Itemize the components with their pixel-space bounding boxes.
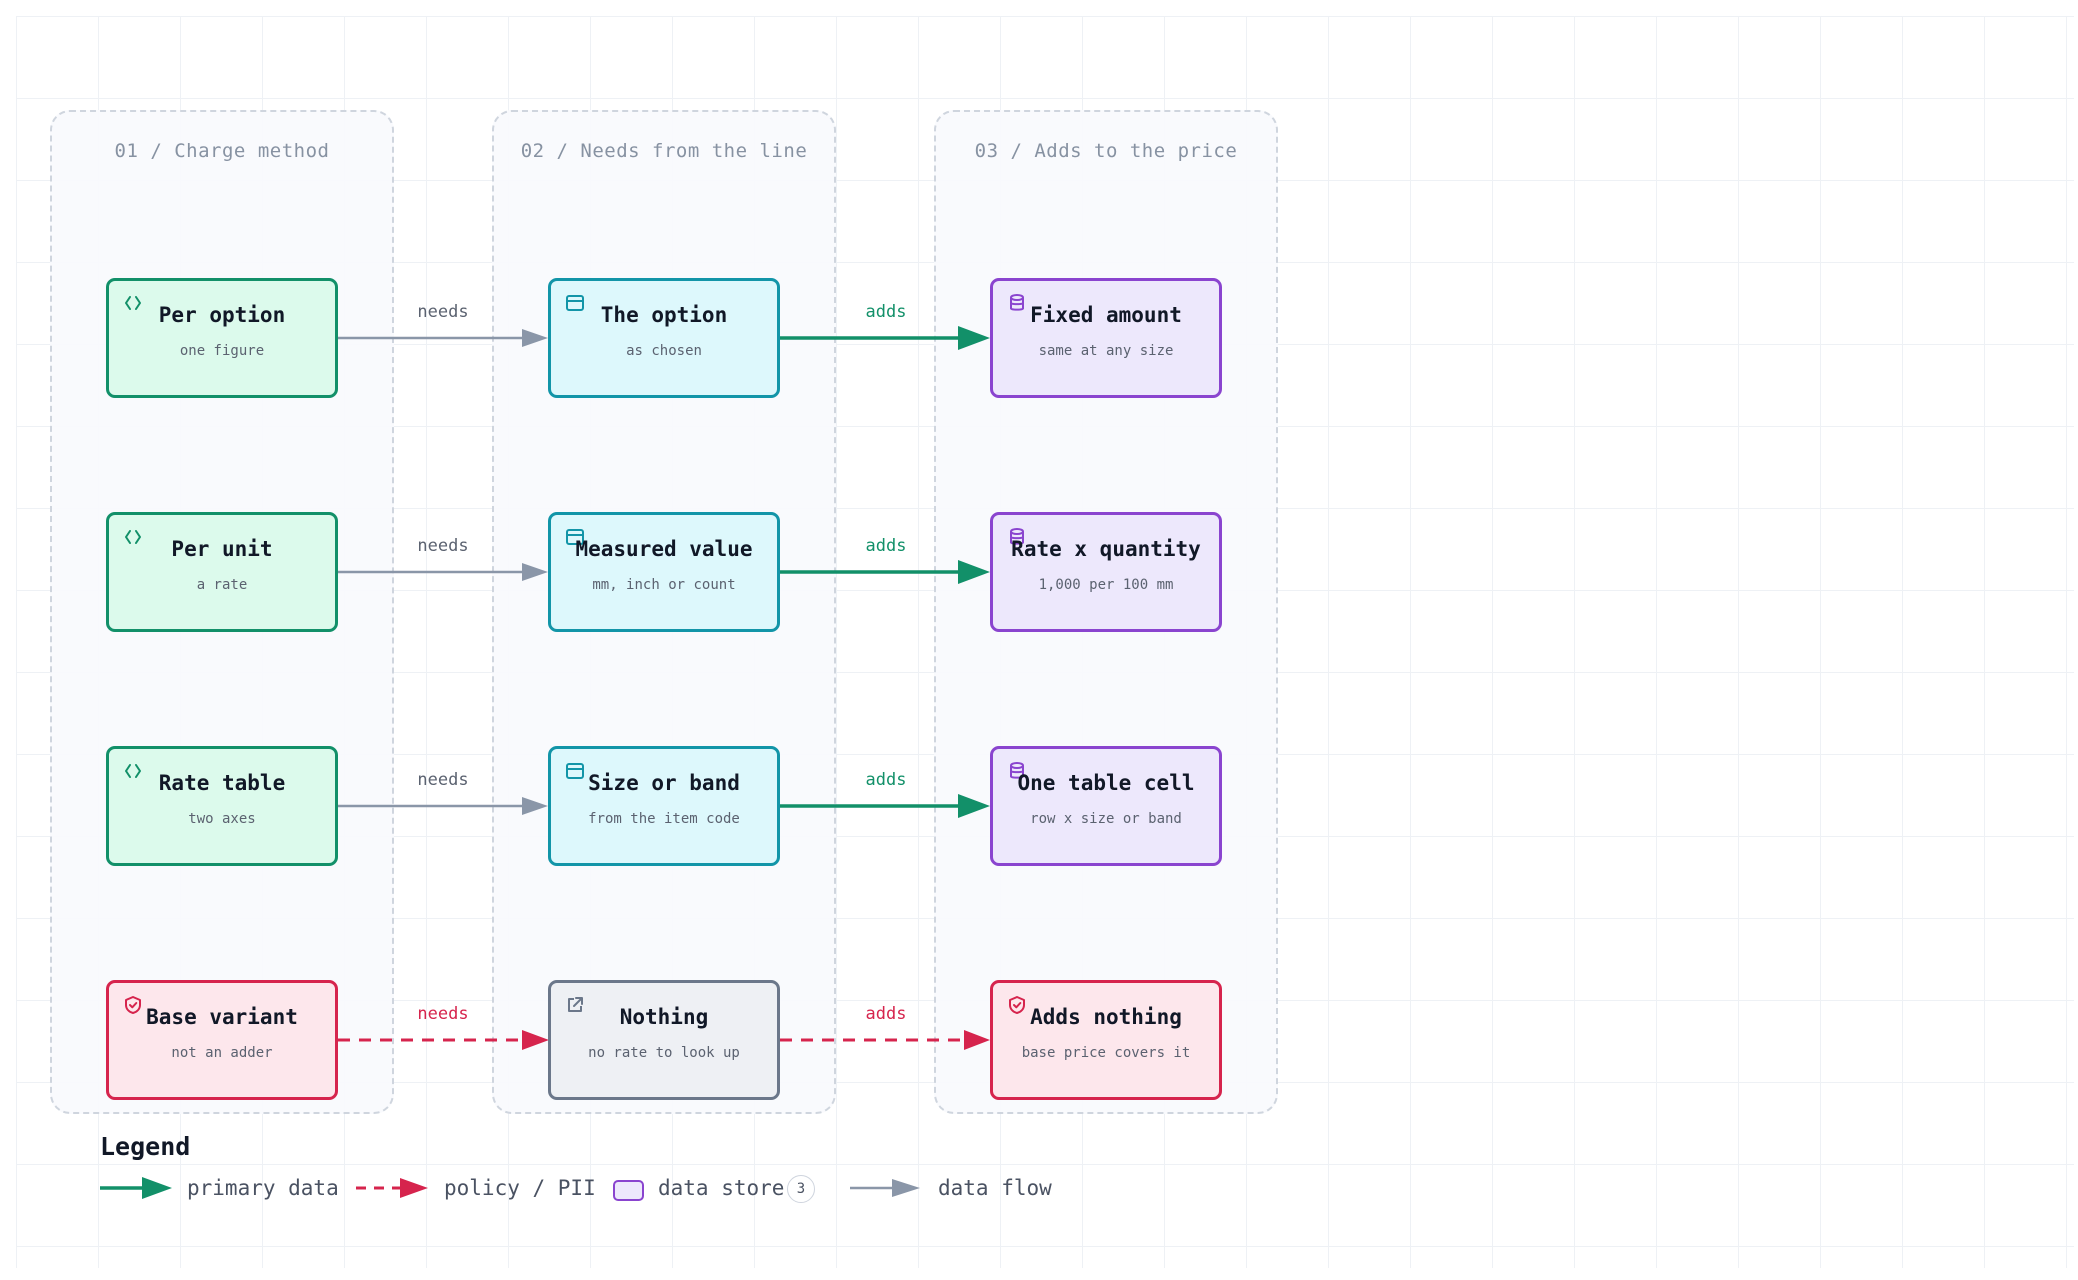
needs-arrowhead [522, 797, 548, 815]
edge-label-needs: needs [417, 1004, 469, 1024]
legend-store-label: data store [658, 1176, 785, 1200]
adds-arrowhead [958, 560, 990, 584]
window-icon [566, 763, 584, 779]
node-subtitle: not an adder [171, 1045, 273, 1061]
code-brackets-icon [125, 530, 141, 544]
node-subtitle: one figure [179, 343, 265, 359]
node-per-unit[interactable]: Per unit a rate [106, 512, 338, 632]
node-subtitle: two axes [188, 811, 256, 827]
node-title: Fixed amount [1030, 303, 1182, 327]
node-one-table-cell[interactable]: One table cell row x size or band [990, 746, 1222, 866]
node-title: Adds nothing [1030, 1005, 1182, 1029]
node-title: Rate table [158, 771, 286, 795]
edge-label-adds: adds [865, 1004, 907, 1024]
edge-label-needs: needs [417, 536, 469, 556]
node-subtitle: mm, inch or count [592, 577, 736, 593]
code-brackets-icon [125, 764, 141, 778]
legend-store-count-badge: 3 [787, 1175, 815, 1203]
needs-arrowhead [522, 1030, 549, 1050]
legend-primary-label: primary data [187, 1176, 339, 1200]
node-title: The option [600, 303, 728, 327]
node-subtitle: base price covers it [1021, 1045, 1191, 1061]
shield-icon [1009, 996, 1025, 1014]
window-icon [566, 295, 584, 311]
node-measured-value[interactable]: Measured value mm, inch or count [548, 512, 780, 632]
node-per-option[interactable]: Per option one figure [106, 278, 338, 398]
legend-flow-arrow [892, 1179, 920, 1197]
node-nothing[interactable]: Nothing no rate to look up [548, 980, 780, 1100]
adds-arrowhead [958, 794, 990, 818]
node-title: One table cell [1017, 771, 1195, 795]
node-subtitle: row x size or band [1030, 811, 1182, 827]
node-rate-table[interactable]: Rate table two axes [106, 746, 338, 866]
node-title: Size or band [588, 771, 740, 795]
node-rate-x-quantity[interactable]: Rate x quantity 1,000 per 100 mm [990, 512, 1222, 632]
node-title: Base variant [146, 1005, 298, 1029]
node-title: Rate x quantity [1011, 537, 1201, 561]
needs-arrowhead [522, 563, 548, 581]
adds-arrowhead [964, 1030, 990, 1050]
node-the-option[interactable]: The option as chosen [548, 278, 780, 398]
edge-label-needs: needs [417, 770, 469, 790]
node-subtitle: same at any size [1038, 343, 1174, 359]
legend-title: Legend [100, 1132, 191, 1161]
external-link-icon [568, 997, 583, 1012]
edge-label-adds: adds [865, 302, 907, 322]
node-subtitle: as chosen [626, 343, 702, 359]
node-fixed-amount[interactable]: Fixed amount same at any size [990, 278, 1222, 398]
legend-policy-label: policy / PII [444, 1176, 596, 1200]
legend-flow-label: data flow [938, 1176, 1052, 1200]
node-subtitle: 1,000 per 100 mm [1038, 577, 1174, 593]
adds-arrowhead [958, 326, 990, 350]
code-brackets-icon [125, 296, 141, 310]
needs-arrowhead [522, 329, 548, 347]
node-title: Per unit [171, 537, 273, 561]
legend-policy-arrow [400, 1178, 428, 1198]
node-size-or-band[interactable]: Size or band from the item code [548, 746, 780, 866]
edge-label-needs: needs [417, 302, 469, 322]
edge-label-adds: adds [865, 536, 907, 556]
node-subtitle: a rate [196, 577, 248, 593]
legend-store-swatch [613, 1180, 644, 1201]
lane-title: 03 / Adds to the price [974, 140, 1238, 162]
lane-title: 01 / Charge method [114, 140, 330, 162]
edge-label-adds: adds [865, 770, 907, 790]
node-title: Per option [158, 303, 286, 327]
shield-icon [125, 996, 141, 1014]
node-subtitle: no rate to look up [588, 1045, 740, 1061]
window-icon [566, 529, 584, 545]
node-title: Nothing [619, 1005, 709, 1029]
node-base-variant[interactable]: Base variant not an adder [106, 980, 338, 1100]
database-icon [1010, 762, 1024, 779]
node-subtitle: from the item code [588, 811, 740, 827]
lane-title: 02 / Needs from the line [520, 140, 808, 162]
node-title: Measured value [575, 537, 753, 561]
legend-primary-arrow [142, 1177, 172, 1199]
database-icon [1010, 294, 1024, 311]
node-adds-nothing[interactable]: Adds nothing base price covers it [990, 980, 1222, 1100]
database-icon [1010, 528, 1024, 545]
